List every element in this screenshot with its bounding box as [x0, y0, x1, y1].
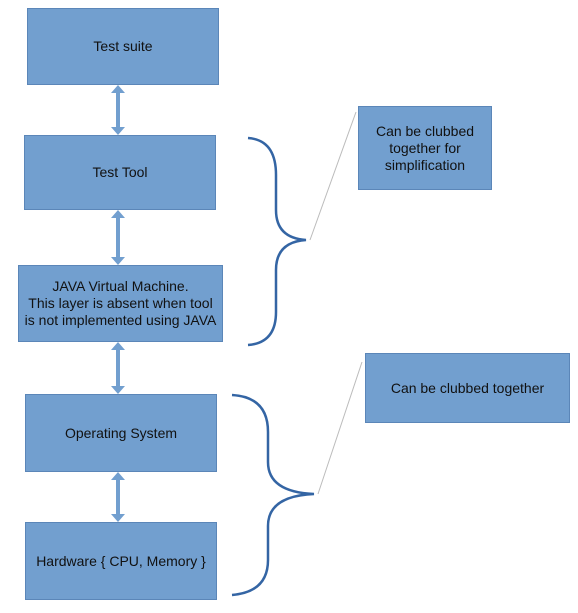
- note-upper: Can be clubbed together for simplificati…: [358, 106, 492, 190]
- box-hardware-label: Hardware { CPU, Memory }: [36, 552, 206, 569]
- note-upper-label: Can be clubbed together for simplificati…: [375, 122, 475, 173]
- arrow-jvm-os: [111, 342, 125, 394]
- box-operating-system-label: Operating System: [64, 424, 178, 441]
- box-test-tool-label: Test Tool: [92, 164, 148, 180]
- box-operating-system: Operating System: [25, 394, 217, 472]
- arrow-os-hardware: [111, 472, 125, 522]
- box-hardware: Hardware { CPU, Memory }: [25, 522, 217, 600]
- box-test-tool: Test Tool: [24, 135, 216, 210]
- arrow-tool-jvm: [111, 210, 125, 265]
- brace-upper: [247, 136, 307, 347]
- note-lower-label: Can be clubbed together: [390, 379, 545, 396]
- arrow-suite-tool: [111, 85, 125, 135]
- leader-line-lower: [317, 361, 363, 495]
- note-lower: Can be clubbed together: [365, 353, 570, 423]
- box-test-suite-label: Test suite: [93, 38, 153, 54]
- leader-line-upper: [309, 111, 357, 241]
- box-test-suite: Test suite: [27, 8, 219, 85]
- brace-lower: [231, 393, 315, 597]
- box-jvm-label: JAVA Virtual Machine. This layer is abse…: [24, 278, 217, 328]
- box-jvm: JAVA Virtual Machine. This layer is abse…: [18, 265, 223, 342]
